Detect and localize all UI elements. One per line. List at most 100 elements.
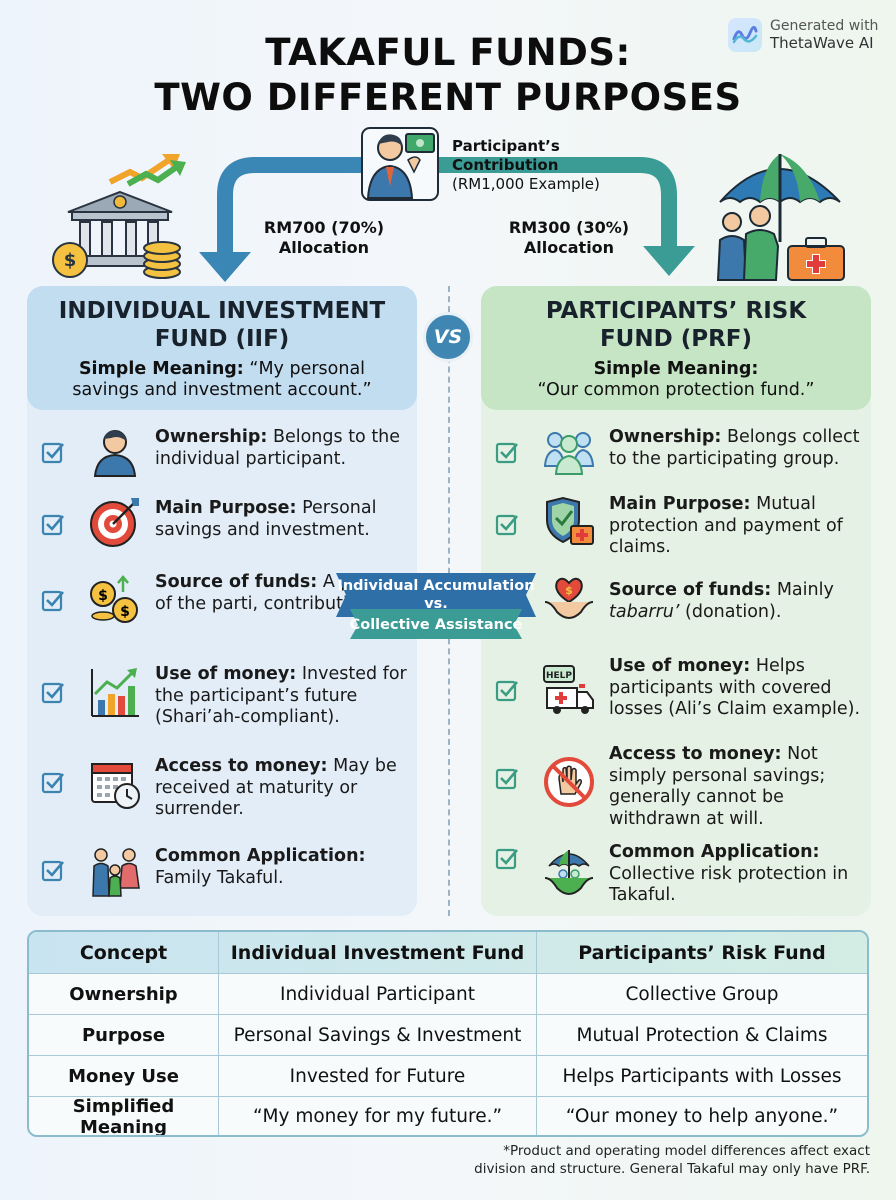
svg-text:$: $ xyxy=(120,604,130,620)
item-text: Helps participants with covered losses (… xyxy=(609,656,861,719)
item-text: Family Takaful. xyxy=(155,867,284,888)
prf-meaning-line-2: “Our common protection fund.” xyxy=(537,380,815,400)
item-text: Belongs to the individual participant. xyxy=(155,427,401,469)
footnote-line-2: division and structure. General Takaful … xyxy=(474,1161,870,1177)
table-row: Purpose Personal Savings & Investment Mu… xyxy=(29,1015,867,1056)
prf-title-line-2: FUND (PRF) xyxy=(599,326,753,352)
prf-meaning-label: Simple Meaning: xyxy=(593,359,759,379)
brand-line-1: Generated with xyxy=(770,18,879,34)
iif-ownership-text: Ownership: Belongs to the individual par… xyxy=(155,427,417,470)
table-cell: Mutual Protection & Claims xyxy=(576,1024,828,1046)
table-header-row: Concept Individual Investment Fund Parti… xyxy=(29,932,867,974)
table-row: Ownership Individual Participant Collect… xyxy=(29,974,867,1015)
iif-use-of-money-text: Use of money: Invested for the participa… xyxy=(155,664,417,729)
allocation-left-amount: RM700 (70%) xyxy=(263,218,385,237)
checkbox-icon xyxy=(495,680,518,702)
table-cell: Collective Group xyxy=(625,983,779,1005)
brand-badge: Generated with ThetaWave AI xyxy=(728,18,878,52)
item-text-emphasis: tabarru’ xyxy=(609,601,680,622)
stop-hand-icon xyxy=(544,757,594,807)
ribbon-text: Individual Accumulation vs. Collective A… xyxy=(336,571,536,636)
table-cell: Helps Participants with Losses xyxy=(562,1065,842,1087)
iif-meaning-line-2: savings and investment account.” xyxy=(72,380,372,400)
table-cell: Purpose xyxy=(29,1015,219,1055)
contribution-line-1: Participant’s xyxy=(452,137,560,155)
bank-investment-icon: $ xyxy=(52,154,186,279)
calendar-clock-icon xyxy=(91,763,140,809)
allocation-left-label: RM700 (70%) Allocation xyxy=(262,218,386,258)
table-cell: Simplified Meaning xyxy=(29,1096,219,1135)
item-label: Source of funds: xyxy=(609,580,772,600)
family-icon xyxy=(92,848,140,897)
allocation-right-label: RM300 (30%) Allocation xyxy=(504,218,634,258)
table-cell: “My money for my future.” xyxy=(219,1097,537,1135)
iif-access-to-money-text: Access to money: May be received at matu… xyxy=(155,756,417,821)
group-people-icon xyxy=(543,432,595,475)
table-row: Simplified Meaning “My money for my futu… xyxy=(29,1096,867,1135)
table-cell: Ownership xyxy=(29,974,219,1014)
iif-meaning-label: Simple Meaning: xyxy=(78,359,244,379)
checkbox-icon xyxy=(41,514,64,536)
checkbox-icon xyxy=(495,848,518,870)
umbrella-protection-icon xyxy=(716,154,845,281)
ribbon-line-2: vs. xyxy=(424,596,448,612)
prf-title-line-1: PARTICIPANTS’ RISK xyxy=(545,298,807,324)
table-cell: Money Use xyxy=(29,1056,219,1096)
ribbon-shape xyxy=(336,573,536,639)
item-text: Invested for the participant’s future (S… xyxy=(155,664,407,727)
svg-text:$: $ xyxy=(64,250,77,271)
prf-use-of-money-text: Use of money: Helps participants with co… xyxy=(609,656,871,721)
footnote-line-1: *Product and operating model differences… xyxy=(503,1143,870,1159)
item-label: Common Application: xyxy=(155,846,366,866)
ribbon-line-3: Collective Assistance xyxy=(349,617,523,633)
iif-meaning-line-1: “My personal xyxy=(243,359,366,379)
checkbox-icon xyxy=(495,768,518,790)
item-label: Access to money: xyxy=(609,744,782,764)
allocation-left-word: Allocation xyxy=(278,238,370,257)
item-label: Main Purpose: xyxy=(155,498,297,518)
footnote: *Product and operating model differences… xyxy=(440,1142,870,1178)
table-cell: Invested for Future xyxy=(219,1056,537,1096)
target-icon xyxy=(90,498,139,547)
item-text: Collective risk protection in Takaful. xyxy=(609,863,849,906)
table-cell: Individual Participant xyxy=(219,974,537,1014)
prf-main-purpose-text: Main Purpose: Mutual protection and paym… xyxy=(609,494,871,559)
allocation-right-word: Allocation xyxy=(523,238,615,257)
iif-common-application-text: Common Application: Family Takaful. xyxy=(155,846,417,889)
checkbox-icon xyxy=(495,442,518,464)
brand-line-2: ThetaWave AI xyxy=(770,34,874,52)
prf-access-to-money-text: Access to money: Not simply personal sav… xyxy=(609,744,871,830)
person-icon xyxy=(93,430,137,477)
table-header-cell: Concept xyxy=(29,932,219,973)
iif-title-line-2: FUND (IIF) xyxy=(154,326,290,352)
ribbon-line-1: Individual Accumulation xyxy=(337,578,535,594)
iif-title: INDIVIDUAL INVESTMENT FUND (IIF) xyxy=(27,297,417,353)
contribution-line-2: Contribution xyxy=(452,156,559,174)
item-label: Ownership: xyxy=(155,427,268,447)
title-line-2: TWO DIFFERENT PURPOSES xyxy=(154,76,742,119)
thetawave-logo-icon xyxy=(728,18,762,52)
item-label: Source of funds: xyxy=(155,572,318,592)
prf-source-of-funds-text: Source of funds: Mainly tabarru’ (donati… xyxy=(609,580,871,623)
contribution-label: Participant’s Contribution (RM1,000 Exam… xyxy=(452,137,600,194)
item-text: May be received at maturity or surrender… xyxy=(155,756,397,819)
checkbox-icon xyxy=(41,772,64,794)
item-text: Mutual protection and payment of claims. xyxy=(609,494,843,557)
table-header-cell: Individual Investment Fund xyxy=(219,932,537,973)
iif-header: INDIVIDUAL INVESTMENT FUND (IIF) Simple … xyxy=(27,286,417,410)
item-text: Personal savings and investment. xyxy=(155,498,377,540)
table-cell: “Our money to help anyone.” xyxy=(565,1106,839,1127)
item-label: Access to money: xyxy=(155,756,328,776)
title-line-1: TAKAFUL FUNDS: xyxy=(265,31,631,74)
ambulance-help-icon: HELP xyxy=(543,665,594,714)
item-text: Not simply personal savings; generally c… xyxy=(609,744,826,829)
prf-header: PARTICIPANTS’ RISK FUND (PRF) Simple Mea… xyxy=(481,286,871,410)
page-title: TAKAFUL FUNDS: TWO DIFFERENT PURPOSES xyxy=(0,30,896,120)
bar-chart-growth-icon xyxy=(91,668,139,717)
iif-simple-meaning: Simple Meaning: “My personal savings and… xyxy=(27,359,417,401)
checkbox-icon xyxy=(41,860,64,882)
checkbox-icon xyxy=(495,514,518,536)
table-cell: Personal Savings & Investment xyxy=(219,1015,537,1055)
item-label: Ownership: xyxy=(609,427,722,447)
item-label: Main Purpose: xyxy=(609,494,751,514)
